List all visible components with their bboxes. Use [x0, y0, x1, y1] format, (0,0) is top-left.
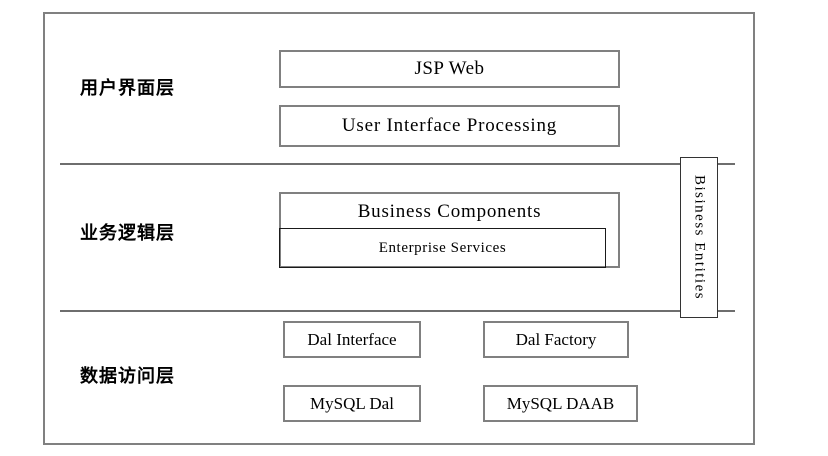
box-dal-interface[interactable]: Dal Interface: [283, 321, 421, 358]
box-jsp-web[interactable]: JSP Web: [279, 50, 620, 88]
layer-divider-business-data: [60, 310, 735, 312]
box-mysql-dal-label: MySQL Dal: [310, 393, 394, 413]
box-mysql-dal[interactable]: MySQL Dal: [283, 385, 421, 422]
layer-label-presentation: 用户界面层: [80, 78, 175, 99]
box-business-components-label: Business Components: [357, 201, 542, 222]
diagram-outer-frame: [43, 12, 755, 445]
box-mysql-daab[interactable]: MySQL DAAB: [483, 385, 638, 422]
box-mysql-daab-label: MySQL DAAB: [506, 393, 615, 413]
box-enterprise-services[interactable]: Enterprise Services: [279, 228, 606, 268]
layer-label-data-access: 数据访问层: [80, 366, 175, 387]
box-business-entities-label: Bisiness Entities: [691, 174, 708, 301]
box-enterprise-services-label: Enterprise Services: [378, 239, 507, 256]
layer-label-business: 业务逻辑层: [80, 223, 175, 244]
box-business-entities[interactable]: Bisiness Entities: [680, 157, 718, 318]
box-jsp-web-label: JSP Web: [414, 58, 485, 79]
box-dal-interface-label: Dal Interface: [307, 329, 397, 349]
box-dal-factory[interactable]: Dal Factory: [483, 321, 629, 358]
box-user-interface-processing[interactable]: User Interface Processing: [279, 105, 620, 147]
box-dal-factory-label: Dal Factory: [515, 329, 597, 349]
layer-divider-presentation-business: [60, 163, 735, 165]
box-user-interface-processing-label: User Interface Processing: [341, 115, 558, 136]
